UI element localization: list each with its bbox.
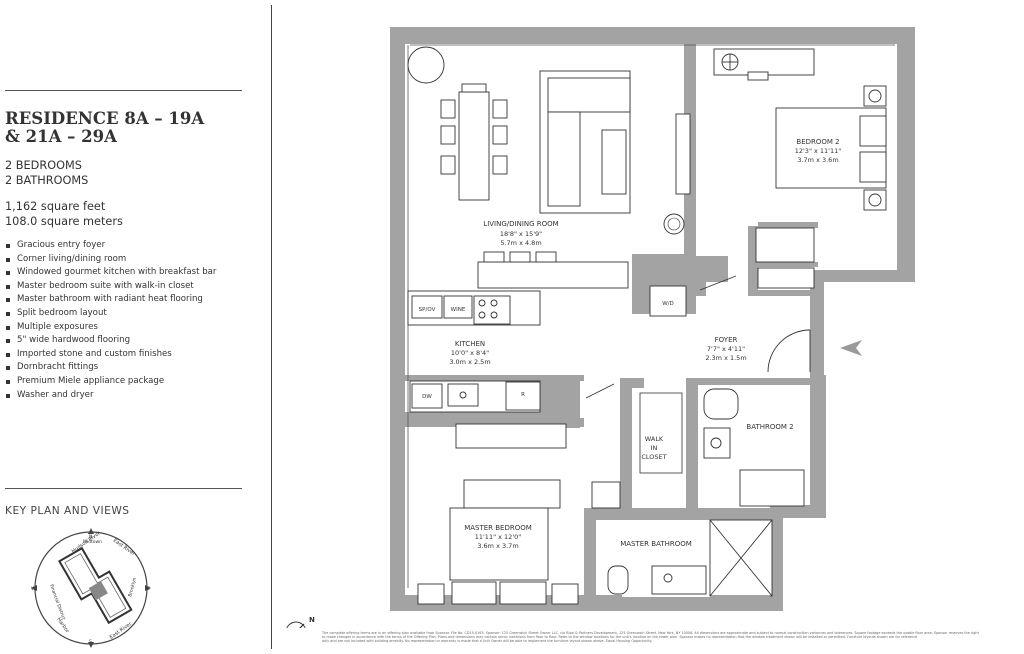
closet-label-line2: IN — [651, 444, 658, 452]
feature-item: Washer and dryer — [5, 389, 255, 403]
feature-item: Master bedroom suite with walk-in closet — [5, 280, 255, 294]
unit-highlight — [88, 581, 108, 601]
info-sidebar: RESIDENCE 8A – 19A & 21A – 29A 2 BEDROOM… — [0, 0, 272, 654]
area-sqft: 1,162 square feet — [5, 200, 106, 213]
master-bedroom-furniture — [417, 423, 621, 605]
svg-text:N: N — [309, 616, 315, 624]
legal-disclaimer: The complete offering terms are in an of… — [322, 631, 1020, 644]
feature-item: Corner living/dining room — [5, 253, 255, 267]
compass-n-label: N — [89, 534, 92, 540]
label-brooklyn: Brooklyn — [127, 577, 138, 598]
feature-item: Imported stone and custom finishes — [5, 348, 255, 362]
sofa — [539, 70, 691, 214]
bedroom2-dim-metric: 3.7m x 3.6m — [797, 156, 838, 164]
foyer-dim-metric: 2.3m x 1.5m — [705, 354, 746, 362]
title-line-2: & 21A – 29A — [5, 127, 117, 146]
kitchen-counter-bottom — [409, 380, 541, 413]
key-plan-heading: KEY PLAN AND VIEWS — [5, 505, 130, 517]
closet-label-line1: WALK — [645, 435, 664, 443]
master-bathroom-fixtures — [607, 519, 773, 597]
washer-dryer — [649, 285, 687, 317]
bedroom-count: 2 BEDROOMS — [5, 159, 82, 172]
wine-label: WINE — [451, 307, 466, 313]
master-bedroom-name: MASTER BEDROOM — [464, 524, 532, 532]
room-counts: 2 BEDROOMS 2 BATHROOMS — [5, 158, 88, 188]
closet-rods — [639, 392, 683, 474]
label-east-river-south: East River — [109, 621, 134, 641]
dishwasher-label: DW — [422, 394, 432, 400]
kitchen-counter-top — [407, 290, 541, 326]
middle-divider — [5, 488, 242, 489]
bedroom2-furniture — [713, 48, 887, 289]
compass-south-tick — [88, 642, 94, 648]
master-bedroom-dim-metric: 3.6m x 3.7m — [477, 542, 518, 550]
feature-item: Dornbracht fittings — [5, 361, 255, 375]
entry-door-swing — [767, 329, 811, 373]
sidebar-separator — [271, 5, 272, 649]
floor-plan: LIVING/DINING ROOM 18'8" x 15'9" 5.7m x … — [286, 27, 915, 628]
living-room-dim-metric: 5.7m x 4.8m — [500, 239, 541, 247]
label-harbor: Harbor — [55, 617, 70, 635]
disclaimer-line-2: to make changes in accordance with the t… — [322, 635, 918, 640]
feature-item: Split bedroom layout — [5, 307, 255, 321]
compass-e-label: E — [147, 586, 150, 592]
label-financial-district: Financial District — [48, 584, 66, 621]
disclaimer-line-1: The complete offering terms are in an of… — [322, 631, 979, 635]
master-bathroom-name: MASTER BATHROOM — [620, 540, 692, 548]
compass-w-label: W — [31, 586, 36, 592]
label-east-river: East River — [112, 538, 137, 558]
building-footprint — [58, 546, 133, 625]
kitchen-door — [585, 383, 615, 399]
label-midtown: Midtown — [83, 539, 102, 545]
bathroom2-fixtures — [703, 388, 805, 507]
area-sqm: 108.0 square meters — [5, 215, 123, 228]
entry-arrow-icon — [840, 340, 862, 356]
feature-item: Multiple exposures — [5, 321, 255, 335]
bathroom2-name: BATHROOM 2 — [746, 423, 793, 431]
refrigerator-label: R — [521, 392, 525, 398]
disclaimer-line-3: only and are not included with building … — [322, 639, 653, 644]
feature-item: Master bathroom with radiant heat floori… — [5, 293, 255, 307]
compass-west-tick — [31, 585, 37, 591]
residence-title: RESIDENCE 8A – 19A & 21A – 29A — [5, 110, 255, 146]
top-divider — [5, 90, 242, 91]
washer-dryer-label: W/D — [662, 301, 674, 307]
foyer-dim-imperial: 7'7" x 4'11" — [707, 345, 745, 353]
feature-item: Windowed gourmet kitchen with breakfast … — [5, 266, 255, 280]
kitchen-name: KITCHEN — [455, 340, 485, 348]
title-line-1: RESIDENCE 8A – 19A — [5, 109, 205, 128]
feature-item: Premium Miele appliance package — [5, 375, 255, 389]
living-room-name: LIVING/DINING ROOM — [483, 220, 558, 228]
area-info: 1,162 square feet 108.0 square meters — [5, 199, 123, 229]
bedroom2-name: BEDROOM 2 — [796, 138, 839, 146]
feature-item: 5" wide hardwood flooring — [5, 334, 255, 348]
bedroom2-door — [699, 275, 737, 291]
master-bedroom-dim-imperial: 11'11" x 12'0" — [475, 533, 521, 541]
feature-item: Gracious entry foyer — [5, 239, 255, 253]
breakfast-bar — [477, 251, 629, 289]
compass-east-tick — [145, 585, 151, 591]
interior-walls — [404, 44, 818, 596]
closet-label-line3: CLOSET — [641, 453, 666, 461]
kitchen-dim-imperial: 10'0" x 8'4" — [451, 349, 489, 357]
compass-north-tick — [88, 528, 94, 534]
stove-label: SP/OV — [419, 307, 436, 313]
plant — [663, 213, 685, 235]
north-arrow-icon: N — [286, 616, 315, 628]
compass-s-label: S — [89, 639, 92, 645]
kitchen-dim-metric: 3.0m x 2.5m — [449, 358, 490, 366]
bedroom2-dim-imperial: 12'3" x 11'11" — [795, 147, 841, 155]
foyer-name: FOYER — [715, 336, 738, 344]
bathroom-count: 2 BATHROOMS — [5, 174, 89, 187]
dining-set — [407, 46, 508, 201]
living-room-dim-imperial: 18'8" x 15'9" — [500, 230, 542, 238]
key-plan-compass: Hudson River East River Midtown Brooklyn… — [31, 528, 151, 648]
